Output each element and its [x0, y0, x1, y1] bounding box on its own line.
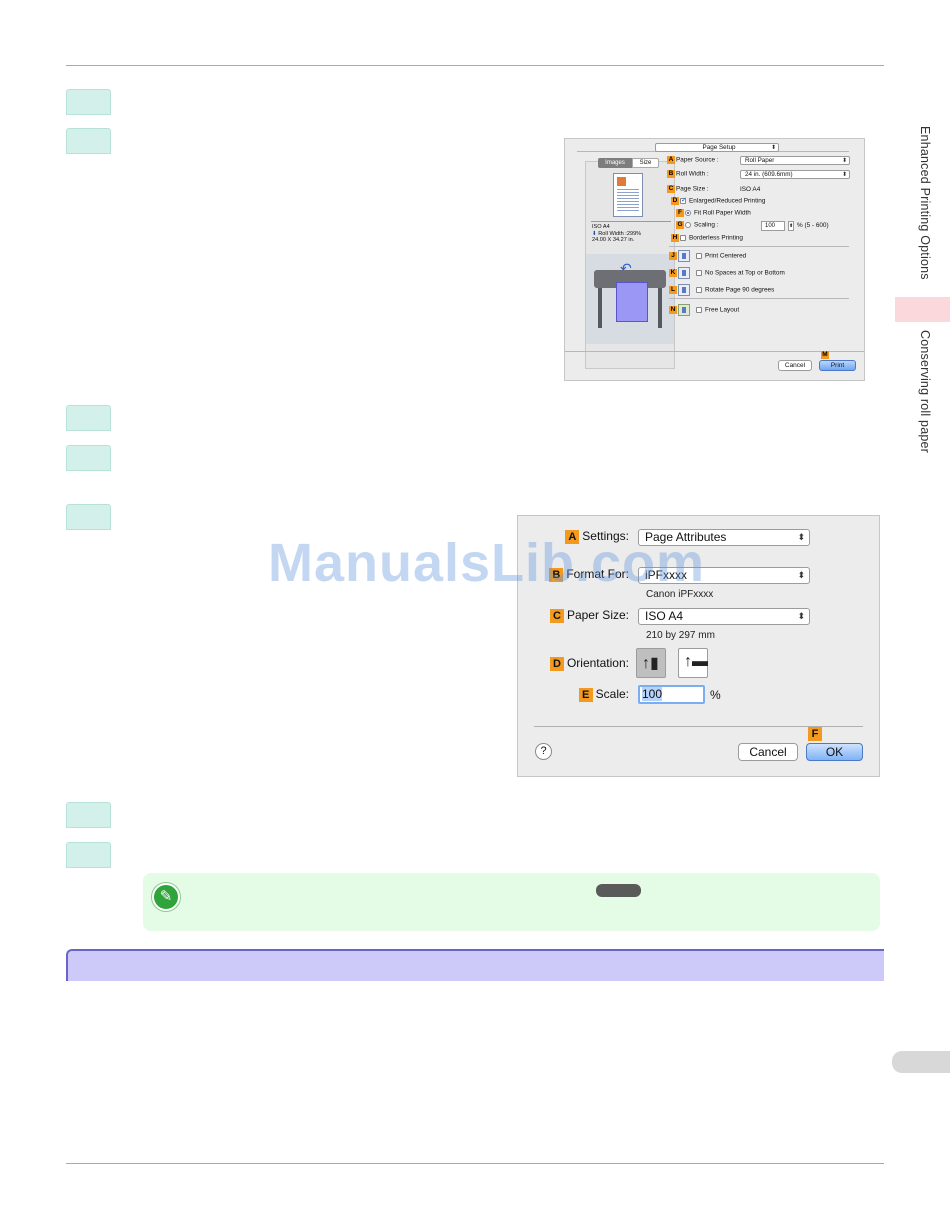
checkbox-icon [696, 270, 702, 276]
scale-unit: % [710, 688, 721, 702]
printer-illustration: ↶ [586, 254, 674, 344]
section-header-bar [66, 949, 884, 981]
radio-icon [685, 222, 691, 228]
enlarged-reduced-checkbox[interactable]: DEnlarged/Reduced Printing [671, 196, 765, 205]
page-setup-dropdown[interactable]: Page Setup⬍ [655, 143, 779, 152]
page-preview-thumbnail [613, 173, 643, 217]
radio-selected-icon [685, 210, 691, 216]
checkbox-icon [696, 287, 702, 293]
printer-body-icon [594, 270, 666, 288]
checkbox-icon [680, 235, 686, 241]
tab-images[interactable]: Images [598, 158, 632, 168]
page-setup-dialog: Page Setup⬍ Images Size ISO A4 ⬇ Roll Wi… [564, 138, 865, 381]
step-marker-7 [66, 842, 111, 868]
tab-size[interactable]: Size [632, 158, 659, 168]
reference-badge[interactable] [596, 884, 641, 897]
updown-icon: ⬍ [841, 172, 847, 178]
checkbox-icon [696, 253, 702, 259]
help-button[interactable]: ? [535, 743, 552, 760]
settings-divider-2 [669, 298, 849, 299]
print-letter: M [821, 351, 829, 359]
footer-divider [534, 726, 863, 727]
step-marker-3 [66, 405, 111, 431]
paper-size-description: 210 by 297 mm [646, 630, 715, 641]
step-marker-1 [66, 89, 111, 115]
landscape-icon: ↑▬ [684, 653, 708, 670]
orientation-landscape-button[interactable]: ↑▬ [678, 648, 708, 678]
pencil-note-icon: ✎ [152, 883, 180, 911]
header-rule [66, 65, 884, 66]
format-for-description: Canon iPFxxxx [646, 589, 714, 600]
footer-line [565, 351, 864, 352]
scaling-range: % (5 - 600) [797, 222, 829, 229]
paper-size-select[interactable]: ISO A4⬍ [638, 608, 810, 625]
footer-rule [66, 1163, 884, 1164]
page-size-value: ISO A4 [740, 186, 761, 193]
cancel-button[interactable]: Cancel [738, 743, 798, 761]
text-lines-icon [617, 189, 639, 213]
note-box [143, 873, 880, 931]
step-marker-5 [66, 504, 111, 530]
settings-select[interactable]: Page Attributes⬍ [638, 529, 810, 546]
updown-icon: ⬍ [841, 158, 847, 164]
paper-sheet-icon [616, 282, 648, 322]
cancel-button[interactable]: Cancel [778, 360, 812, 371]
sidebar-tab-conserving-roll-paper[interactable]: Conserving roll paper [918, 330, 932, 454]
scaling-input[interactable]: 100 [761, 221, 785, 231]
paper-source-select[interactable]: Roll Paper⬍ [740, 156, 850, 165]
ok-button[interactable]: OK [806, 743, 863, 761]
arrow-down-icon: ⬇ [592, 230, 597, 237]
image-icon [617, 177, 626, 186]
watermark: ManualsLib.com [268, 533, 706, 593]
updown-icon: ⬍ [797, 611, 805, 621]
preview-divider [591, 221, 671, 222]
free-layout-icon [678, 304, 690, 316]
updown-icon: ⬍ [797, 570, 805, 580]
page-number-pill [892, 1051, 950, 1073]
checkbox-icon [696, 307, 702, 313]
step-marker-6 [66, 802, 111, 828]
ok-letter: F [808, 727, 822, 741]
portrait-icon: ↑▮ [642, 655, 659, 672]
print-centered-icon [678, 250, 690, 262]
rotate-arrow-icon: ↶ [620, 260, 632, 276]
rotate-page-icon [678, 284, 690, 296]
sidebar-tab-highlight [895, 297, 950, 322]
scaling-stepper[interactable]: ⬍ [788, 221, 794, 231]
roll-width-select[interactable]: 24 in. (609.6mm)⬍ [740, 170, 850, 179]
settings-divider [669, 246, 849, 247]
updown-icon: ⬍ [797, 532, 805, 542]
no-spaces-icon [678, 267, 690, 279]
orientation-portrait-button[interactable]: ↑▮ [636, 648, 666, 678]
print-button[interactable]: Print [819, 360, 856, 371]
step-marker-2 [66, 128, 111, 154]
scale-input[interactable]: 100 [638, 685, 705, 704]
sidebar-tab-enhanced-printing[interactable]: Enhanced Printing Options [918, 126, 932, 280]
format-for-select[interactable]: iPFxxxx⬍ [638, 567, 810, 584]
checkbox-checked-icon [680, 196, 687, 204]
updown-icon: ⬍ [770, 145, 776, 151]
preview-info: ISO A4 ⬇ Roll Width :299% 24.00 X 34.27 … [592, 224, 642, 243]
step-marker-4 [66, 445, 111, 471]
